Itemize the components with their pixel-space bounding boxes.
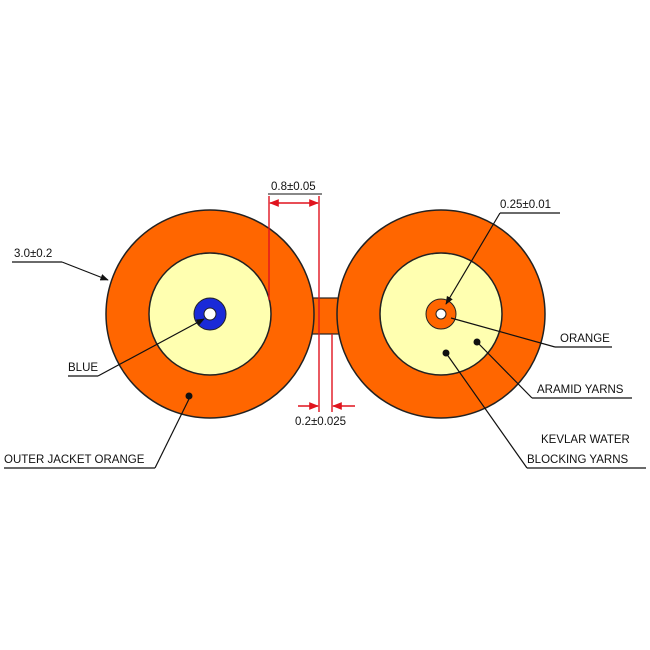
web-width-dimension xyxy=(298,334,355,412)
orange-fiber-label: ORANGE xyxy=(560,333,610,345)
blue-fiber-label: BLUE xyxy=(68,362,98,374)
aramid-yarns-label: ARAMID YARNS xyxy=(537,384,624,396)
kevlar-label-line1: KEVLAR WATER xyxy=(541,434,630,446)
web-width-label: 0.2±0.025 xyxy=(295,416,346,428)
outer-diameter-label: 3.0±0.2 xyxy=(14,248,52,260)
jacket-thickness-label: 0.8±0.05 xyxy=(271,181,316,193)
outer-jacket-label: OUTER JACKET ORANGE xyxy=(4,454,145,466)
left-cable xyxy=(105,209,315,419)
jacket-thickness-dimension xyxy=(268,193,322,412)
left-fiber-core xyxy=(203,307,217,321)
fiber-diameter-label: 0.25±0.01 xyxy=(500,199,551,211)
right-cable xyxy=(336,209,546,419)
outer-jacket-leader-dot xyxy=(185,392,193,400)
right-fiber-core xyxy=(435,308,447,320)
kevlar-label-line2: BLOCKING YARNS xyxy=(527,454,629,466)
